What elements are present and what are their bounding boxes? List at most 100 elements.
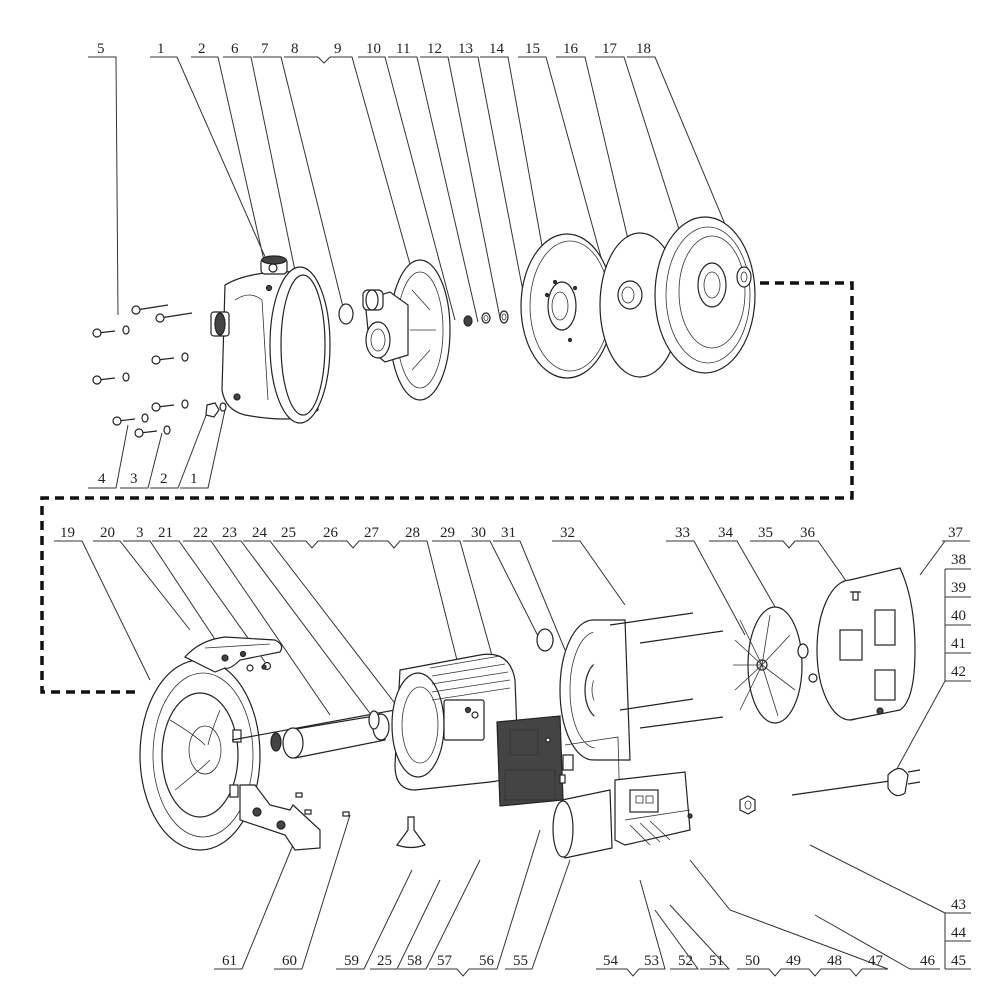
callout-3m: 3: [136, 525, 144, 541]
callout-1b: 1: [190, 471, 198, 487]
terminal-box: [614, 771, 693, 846]
cable-gland: [739, 795, 756, 815]
callout-33: 33: [675, 525, 690, 541]
callout-32: 32: [560, 525, 575, 541]
callout-40: 40: [951, 608, 966, 624]
callout-35: 35: [758, 525, 773, 541]
callout-3: 3: [130, 471, 138, 487]
callout-49: 49: [786, 953, 801, 969]
callout-34: 34: [718, 525, 734, 541]
callout-39: 39: [951, 580, 966, 596]
callout-7: 7: [261, 41, 269, 57]
callout-51: 51: [709, 953, 724, 969]
callout-27: 27: [364, 525, 380, 541]
rotor-shaft: [231, 709, 396, 759]
callout-4: 4: [98, 471, 106, 487]
callout-10: 10: [366, 41, 381, 57]
callout-54: 54: [603, 953, 619, 969]
callout-9: 9: [334, 41, 342, 57]
callout-28: 28: [405, 525, 420, 541]
motor-stator-housing: [391, 653, 519, 791]
callout-44: 44: [951, 925, 967, 941]
callout-17: 17: [602, 41, 618, 57]
right-bottom-callouts: 43 44 45: [809, 844, 971, 970]
callout-52: 52: [678, 953, 693, 969]
callout-43: 43: [951, 897, 966, 913]
callout-48: 48: [827, 953, 842, 969]
top-bottom-callouts: 4 3 2 1: [88, 404, 226, 489]
carry-handle: [184, 636, 283, 673]
callout-36: 36: [800, 525, 816, 541]
callout-24: 24: [252, 525, 268, 541]
long-bolts: [131, 304, 193, 323]
callout-8: 8: [291, 41, 299, 57]
callout-21: 21: [158, 525, 173, 541]
callout-18: 18: [636, 41, 651, 57]
assembly-dashed-path: [40, 281, 854, 694]
callout-59: 59: [344, 953, 359, 969]
callout-5: 5: [97, 41, 105, 57]
callout-2: 2: [198, 41, 206, 57]
callout-6: 6: [231, 41, 239, 57]
seal-plate: [654, 216, 756, 374]
callout-29: 29: [440, 525, 455, 541]
diffuser: [362, 259, 451, 401]
callout-11: 11: [396, 41, 410, 57]
callout-61: 61: [222, 953, 237, 969]
o-ring-small: [338, 303, 354, 325]
fan-cover: [816, 567, 916, 721]
drain-plug: [205, 402, 227, 418]
callout-37: 37: [948, 525, 964, 541]
callout-26: 26: [323, 525, 339, 541]
callout-42: 42: [951, 664, 966, 680]
right-callout-column: 38 39 40 41 42: [892, 552, 971, 777]
fan-circlip: [797, 643, 809, 659]
tie-rods: [609, 612, 724, 729]
seal-washer: [736, 266, 752, 288]
capacitor: [552, 736, 621, 859]
bearing-o-ring: [536, 628, 554, 652]
callout-23: 23: [222, 525, 237, 541]
bottom-callouts: 61 60 59 25 58 57 56 55 54 53 52 51 50 4…: [214, 814, 940, 977]
fan-washer: [808, 673, 818, 683]
cooling-fan: [733, 606, 803, 724]
terminal-board: [496, 715, 564, 807]
callout-25b: 25: [377, 953, 392, 969]
callout-16: 16: [563, 41, 579, 57]
shaft-hardware: [463, 310, 532, 327]
pump-housing: [210, 255, 331, 424]
power-cord-plug: [791, 767, 921, 797]
callout-50: 50: [745, 953, 760, 969]
callout-45: 45: [951, 953, 966, 969]
capacitor-clamp: [559, 754, 574, 784]
callout-47: 47: [868, 953, 884, 969]
callout-53: 53: [644, 953, 659, 969]
callout-60: 60: [282, 953, 297, 969]
callout-15: 15: [525, 41, 540, 57]
callout-13: 13: [458, 41, 473, 57]
callout-20: 20: [100, 525, 115, 541]
callout-12: 12: [427, 41, 442, 57]
callout-14: 14: [489, 41, 505, 57]
base-foot-bracket: [239, 784, 321, 851]
rear-end-cover: [559, 619, 631, 761]
callout-56: 56: [479, 953, 495, 969]
callout-30: 30: [471, 525, 486, 541]
motor-flange: [139, 659, 261, 851]
callout-58: 58: [407, 953, 422, 969]
callout-31: 31: [501, 525, 516, 541]
callout-1: 1: [157, 41, 165, 57]
callout-46: 46: [920, 953, 936, 969]
cover-screw: [850, 591, 861, 601]
callout-2b: 2: [160, 471, 168, 487]
callout-25: 25: [281, 525, 296, 541]
callout-22: 22: [193, 525, 208, 541]
callout-57: 57: [437, 953, 453, 969]
rubber-foot: [396, 816, 426, 849]
impeller: [520, 233, 614, 379]
top-callouts: 5 1 2 6 7 8 9 10 11 12 13 14 15 16 17 18: [88, 41, 746, 323]
short-bolts: [92, 325, 189, 438]
callout-19: 19: [60, 525, 75, 541]
callout-38: 38: [951, 552, 966, 568]
